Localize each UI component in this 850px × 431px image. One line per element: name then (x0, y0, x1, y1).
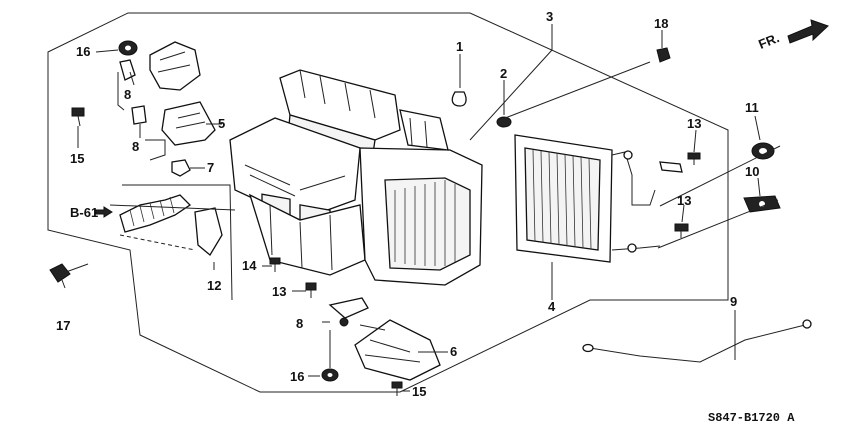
callout-16-top: 16 (76, 44, 90, 59)
callout-15-top: 15 (70, 151, 84, 166)
part-13-screw-lower (674, 223, 689, 238)
part-16-grommet-top (118, 40, 138, 56)
callout-14: 14 (242, 258, 257, 273)
heater-case (229, 69, 483, 286)
callout-8-lower: 8 (296, 316, 303, 331)
leader-lines (61, 24, 781, 392)
callout-17: 17 (56, 318, 70, 333)
part-5-actuator (161, 101, 216, 146)
assembly-boundary (47, 12, 729, 393)
callout-13-upper: 13 (687, 116, 701, 131)
fr-arrow (787, 19, 829, 44)
callout-8-middle: 8 (132, 139, 139, 154)
part-17-bolt (49, 263, 89, 283)
callout-7: 7 (207, 160, 214, 175)
part-18-grommet (656, 47, 671, 63)
callout-5: 5 (218, 116, 225, 131)
heater-core (514, 134, 661, 263)
core-clip (659, 161, 683, 173)
front-direction-label: FR. (756, 30, 781, 52)
part-13-screw-upper (687, 152, 701, 165)
callout-3: 3 (546, 9, 553, 24)
reference-b61: B-61 (70, 205, 98, 220)
callout-13-lower: 13 (677, 193, 691, 208)
callout-12: 12 (207, 278, 221, 293)
part-15-screw-top (71, 107, 85, 127)
part-8-link-top (119, 59, 136, 81)
part-16-grommet-lower (321, 368, 339, 382)
callout-6: 6 (450, 344, 457, 359)
part-12-drain-hose (109, 184, 236, 301)
part-7-clip (171, 159, 191, 177)
callout-15-lower: 15 (412, 384, 426, 399)
callout-18: 18 (654, 16, 668, 31)
part-15-screw-lower (391, 381, 403, 396)
callout-4: 4 (548, 299, 556, 314)
callout-13-center: 13 (272, 284, 286, 299)
b61-arrow (95, 206, 113, 218)
part-1-clip (451, 91, 467, 107)
callout-16-lower: 16 (290, 369, 304, 384)
part-13-screw-center (305, 282, 317, 298)
callout-1: 1 (456, 39, 463, 54)
diagram-code: S847-B1720 A (708, 411, 795, 425)
callout-11: 11 (745, 100, 759, 115)
callout-9: 9 (730, 294, 737, 309)
callout-2: 2 (500, 66, 507, 81)
part-14-screw (269, 257, 281, 272)
part-8-link-middle (131, 105, 147, 125)
callout-10: 10 (745, 164, 759, 179)
part-8-link-lower (328, 297, 369, 319)
callout-8-top: 8 (124, 87, 131, 102)
mode-door-link (149, 41, 201, 91)
part-6-actuator (354, 319, 441, 381)
part-9-cable (582, 319, 812, 363)
